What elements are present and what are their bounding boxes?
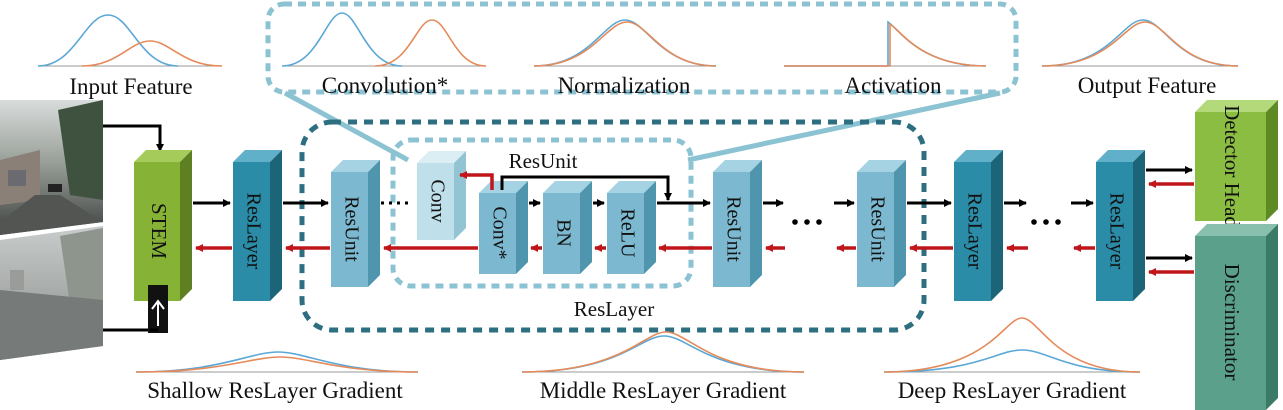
output-feature-curve — [1041, 19, 1239, 67]
layer-zoom-box — [265, 1, 1019, 95]
gradient-arrows — [195, 171, 1194, 276]
svg-text:ResUnit: ResUnit — [340, 196, 362, 262]
reslayer-group-box — [299, 119, 927, 333]
clear-road-image — [0, 100, 103, 235]
svg-text:ResLayer: ResLayer — [963, 193, 985, 270]
input-feature-label: Input Feature — [69, 74, 192, 99]
svg-text:ResLayer: ResLayer — [242, 193, 264, 270]
bn-block: BN — [543, 181, 592, 274]
reslayer-block-2: ResLayer — [954, 150, 1003, 301]
shallow-gradient-label: Shallow ResLayer Gradient — [147, 378, 403, 403]
svg-text:Conv*: Conv* — [488, 206, 510, 259]
conv-star-block: Conv* — [479, 181, 528, 274]
activation-curve — [784, 20, 987, 67]
svg-text:ReLU: ReLU — [616, 209, 638, 258]
clear-image-connector — [103, 124, 164, 152]
stem-block: STEM — [134, 150, 192, 333]
resunit-block-2: ResUnit — [713, 160, 762, 287]
svg-text:Discriminator: Discriminator — [1220, 264, 1244, 381]
svg-text:Detector Head: Detector Head — [1220, 105, 1244, 227]
foggy-road-image — [0, 226, 103, 360]
normalization-curve — [533, 19, 717, 67]
ellipsis-dots — [792, 219, 1061, 225]
forward-arrows — [150, 166, 1193, 332]
activation-label: Activation — [844, 73, 942, 98]
input-feature-curve — [37, 14, 223, 67]
middle-gradient-curve — [521, 331, 805, 373]
svg-text:Conv: Conv — [426, 179, 448, 222]
convolution-curve — [281, 12, 487, 67]
middle-gradient-label: Middle ResLayer Gradient — [540, 378, 787, 403]
deep-gradient-label: Deep ResLayer Gradient — [898, 378, 1127, 403]
reslayer-block-1: ResLayer — [233, 150, 282, 301]
resunit-group-box — [390, 137, 694, 289]
output-feature-label: Output Feature — [1078, 73, 1217, 98]
normalization-label: Normalization — [558, 73, 691, 98]
deep-gradient-curve — [883, 317, 1141, 373]
svg-text:ResLayer: ResLayer — [1105, 193, 1127, 270]
relu-block: ReLU — [607, 181, 656, 274]
shallow-gradient-curve — [135, 351, 419, 373]
resunit-block-3: ResUnit — [857, 160, 906, 287]
resunit-group-label: ResUnit — [509, 149, 578, 173]
svg-text:ResUnit: ResUnit — [866, 196, 888, 262]
detector-head-block: Detector Head — [1195, 100, 1278, 227]
reslayer-block-3: ResLayer — [1096, 150, 1145, 301]
zoom-connector-left — [283, 90, 410, 163]
conv-block: Conv — [417, 151, 466, 240]
reslayer-group-label: ResLayer — [574, 297, 654, 321]
svg-text:ResUnit: ResUnit — [722, 196, 744, 262]
zoom-connector-right — [687, 90, 1001, 163]
svg-text:BN: BN — [552, 219, 574, 247]
discriminator-block: Discriminator — [1195, 224, 1278, 410]
convolution-label: Convolution* — [322, 73, 449, 98]
svg-text:STEM: STEM — [147, 203, 171, 259]
resunit-block-1: ResUnit — [331, 160, 380, 287]
